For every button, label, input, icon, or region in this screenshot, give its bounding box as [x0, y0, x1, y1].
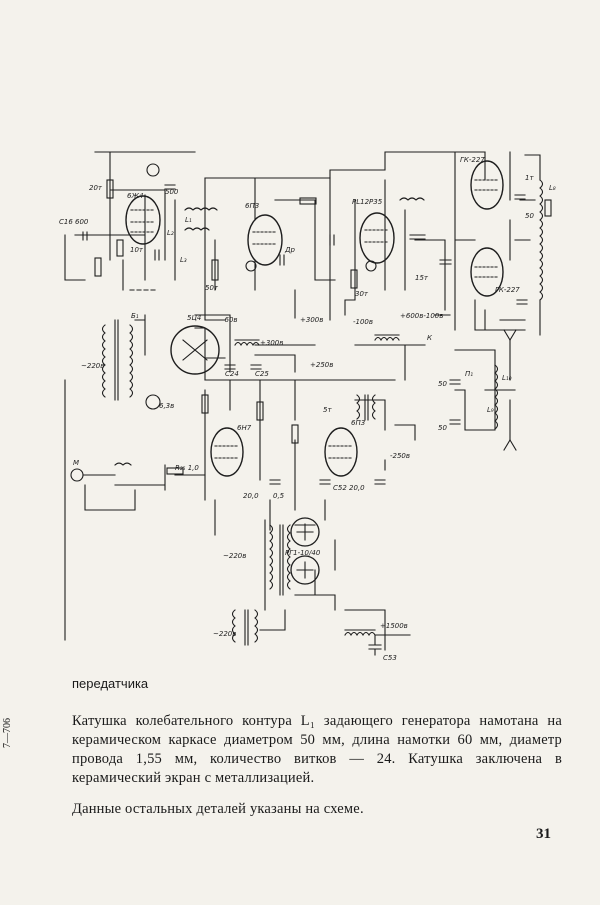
label-tube-mod-pre: 6Н7	[237, 424, 252, 432]
label-l2: L₂	[167, 229, 174, 237]
ps-wiring	[134, 314, 316, 381]
label-p1: П₁	[465, 370, 473, 378]
label-b1: Б₁	[131, 312, 139, 320]
label-c-20: 20,0	[243, 492, 259, 500]
label-tube-osc: 6Ж4	[127, 192, 143, 200]
label-v-1500: +1500в	[380, 622, 408, 630]
tube-mod-out	[324, 427, 358, 477]
rectifier-hv-1	[290, 517, 320, 547]
rectifier-5c4	[170, 325, 220, 375]
page-number: 31	[536, 826, 551, 842]
label-c-50c: 50	[438, 424, 447, 432]
label-c-15m: 15т	[415, 274, 429, 282]
circuit-schematic: 6Ж4 6П3 PL12P35 ГК-227 ГК-227 5Ц4 6Н7 6П…	[59, 151, 556, 662]
label-mains-1: ~220в	[81, 362, 104, 370]
mod-wiring	[64, 379, 396, 641]
tube-oscillator	[125, 195, 161, 245]
side-printer-mark: 7—706	[2, 718, 13, 748]
resistor-r20m	[106, 179, 114, 199]
label-mic: М	[73, 459, 79, 467]
label-v-minus-60: -60в	[222, 316, 238, 324]
paragraph-other-parts: Данные остальных деталей указаны на схем…	[72, 801, 364, 817]
choke-ps1	[234, 339, 260, 347]
osc-wiring	[64, 151, 176, 291]
paragraph-coil-description: Катушка колебательного контура L₁ задающ…	[72, 713, 562, 786]
label-c-50-05: 0,5	[273, 492, 285, 500]
label-l1: L₁	[185, 216, 192, 224]
tube-buffer	[247, 214, 283, 266]
label-c-53: С53	[383, 654, 397, 662]
label-mains-3: ~220в	[213, 630, 236, 638]
label-c-50b: 50	[438, 380, 447, 388]
label-v-600: +600в-100в	[400, 312, 443, 320]
label-v-300b: +300в	[260, 339, 283, 347]
label-heater: 6,3в	[159, 402, 174, 410]
label-rx: R₂₅ 1,0	[175, 464, 199, 472]
transformer-hv	[231, 609, 286, 646]
label-l9: L₉	[487, 406, 494, 414]
rectifier-hv-2	[290, 555, 320, 585]
tank-coil	[539, 179, 544, 301]
antenna-coil	[494, 364, 499, 430]
label-v-minus-100: -100в	[353, 318, 373, 326]
label-k: К	[427, 334, 433, 342]
choke-hv	[344, 629, 411, 637]
figure-caption: передатчика	[72, 676, 149, 691]
label-c-16: С16 600	[59, 218, 89, 226]
label-mains-2: ~220в	[223, 552, 246, 560]
label-rectifier-hv: РГ1-10/40	[285, 549, 321, 557]
choke-ps2	[374, 334, 400, 342]
supply-rail-top	[94, 151, 486, 179]
label-rectifier: 5Ц4	[187, 314, 201, 322]
microphone	[70, 468, 84, 482]
label-l8: L₈	[549, 184, 556, 192]
label-c-52: С52 20,0	[333, 484, 365, 492]
label-tube-final-2: ГК-227	[495, 286, 520, 294]
final-wiring	[454, 151, 536, 331]
label-c-50a: 50	[525, 212, 534, 220]
label-tube-mod-out: 6П3	[351, 419, 365, 427]
label-c-30m: 30т	[355, 290, 369, 298]
label-c-25: С25	[255, 370, 269, 378]
label-c-24: С24	[225, 370, 239, 378]
meter-osc	[146, 163, 160, 177]
mod-transformer	[356, 394, 376, 421]
label-r-20m: 20т	[89, 184, 103, 192]
label-v-minus-250: -250в	[390, 452, 410, 460]
label-v-250: +250в	[310, 361, 333, 369]
label-tube-pa: PL12P35	[352, 198, 383, 206]
label-v-300: +300в	[300, 316, 323, 324]
tube-pa	[359, 212, 395, 264]
tube-final-upper	[470, 160, 504, 210]
label-tube-buffer: 6П3	[245, 202, 259, 210]
label-c-5m: 5т	[323, 406, 332, 414]
label-c-10m: 10т	[130, 246, 144, 254]
antenna-wiring	[454, 339, 516, 441]
label-l10: L₁₀	[502, 374, 512, 382]
label-dr: Др	[284, 246, 295, 254]
label-r-50: 50т	[205, 284, 219, 292]
label-l3: L₃	[180, 256, 187, 264]
label-tube-final: ГК-227	[460, 156, 485, 164]
label-c-1m: 1т	[525, 174, 534, 182]
transformer-b1-primary	[101, 324, 106, 398]
tube-final-lower	[470, 247, 504, 297]
buffer-wiring	[204, 177, 336, 321]
tube-mod-pre	[210, 427, 244, 477]
label-c-500: 500	[165, 188, 179, 196]
pa-wiring	[329, 177, 451, 321]
